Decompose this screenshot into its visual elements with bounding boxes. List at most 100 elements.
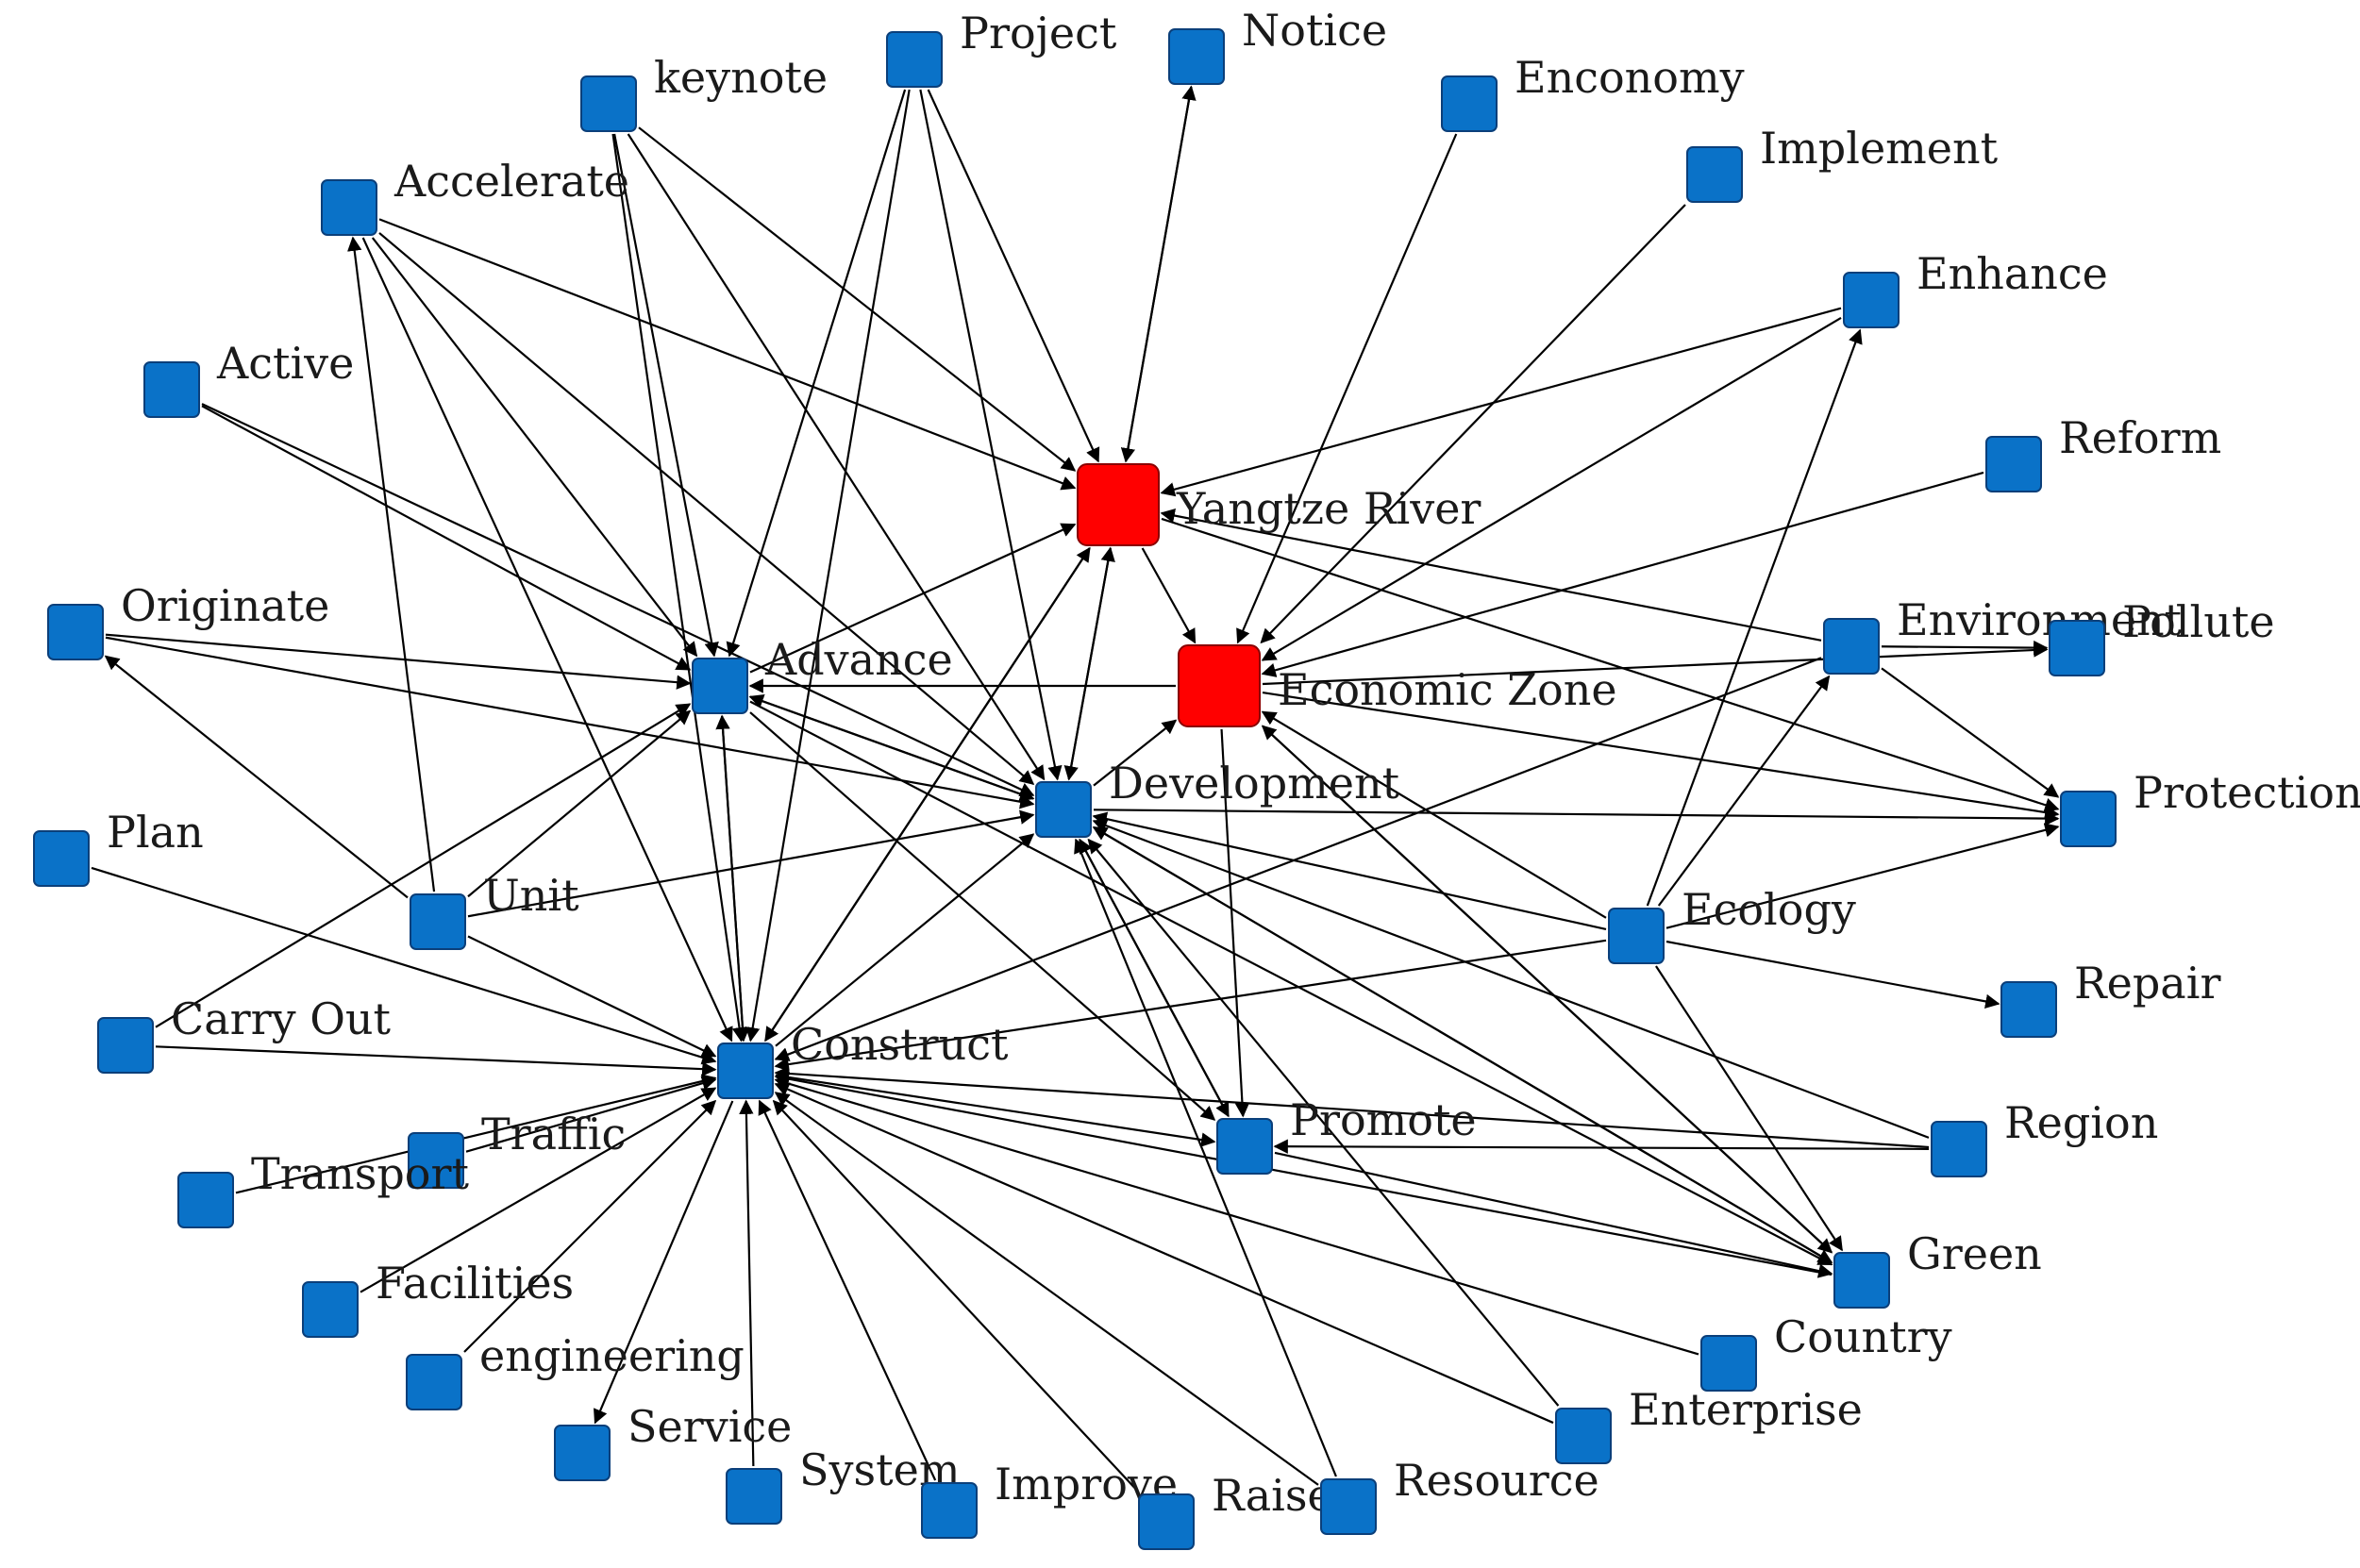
hub-node-box <box>1077 463 1160 546</box>
node-box <box>2000 981 2057 1038</box>
edge-engineering-to-construct <box>463 1099 717 1353</box>
node-system: System <box>726 1444 960 1525</box>
node-box <box>2049 620 2105 676</box>
edge-keynote-to-development <box>627 133 1046 781</box>
node-label-enterprise: Enterprise <box>1629 1384 1863 1435</box>
node-box <box>97 1017 154 1074</box>
edge-development-to-green <box>1093 826 1833 1264</box>
node-box <box>1138 1493 1195 1550</box>
edge-enhance-to-ezone <box>1261 316 1842 661</box>
edge-traffic-to-construct <box>465 1076 717 1153</box>
node-box <box>1555 1408 1612 1464</box>
node-label-enconomy: Enconomy <box>1515 52 1745 103</box>
edge-ecology-to-protection <box>1665 823 2060 929</box>
node-box <box>886 31 943 88</box>
node-box <box>692 658 748 714</box>
node-country: Country <box>1700 1311 1952 1392</box>
node-ezone: Economic Zone <box>1178 644 1617 727</box>
edge-unit-to-development <box>467 809 1035 918</box>
edge-accelerate-to-advance <box>371 237 698 658</box>
node-construct: Construct <box>717 1019 1009 1099</box>
node-box <box>1833 1252 1890 1309</box>
node-transport: Transport <box>177 1148 469 1228</box>
node-label-originate: Originate <box>121 580 329 631</box>
edge-unit-to-advance <box>467 709 692 898</box>
node-implement: Implement <box>1686 123 1999 203</box>
node-region: Region <box>1931 1097 2158 1177</box>
edge-transport-to-construct <box>235 1074 717 1194</box>
edge-project-to-yangtze <box>927 89 1100 463</box>
edge-ezone-to-promote <box>1220 728 1250 1118</box>
node-facilities: Facilities <box>302 1258 574 1338</box>
node-unit: Unit <box>410 870 579 950</box>
node-reform: Reform <box>1985 412 2221 492</box>
node-traffic: Traffic <box>408 1109 626 1189</box>
edge-construct-to-development <box>775 833 1035 1047</box>
edge-green-to-construct <box>774 1071 1833 1276</box>
hub-node-box <box>1178 644 1261 727</box>
node-pollute: Pollute <box>2049 596 2275 676</box>
node-box <box>1168 28 1225 85</box>
node-label-repair: Repair <box>2074 958 2220 1009</box>
edge-region-to-promote <box>1273 1139 1930 1154</box>
node-repair: Repair <box>2000 958 2220 1038</box>
edge-advance-to-construct <box>721 715 750 1043</box>
node-label-unit: Unit <box>483 870 579 921</box>
edge-accelerate-to-development <box>378 232 1035 786</box>
edge-keynote-to-advance <box>613 133 719 658</box>
node-box <box>1823 618 1880 675</box>
edge-construct-to-promote <box>775 1074 1216 1147</box>
edge-accelerate-to-construct <box>361 237 733 1043</box>
node-box <box>406 1354 462 1410</box>
node-box <box>1700 1335 1757 1392</box>
node-label-transport: Transport <box>251 1148 469 1199</box>
edge-resource-to-construct <box>774 1092 1319 1486</box>
node-label-country: Country <box>1774 1311 1952 1362</box>
node-environment: Environment <box>1823 594 2183 675</box>
edge-ecology-to-environment <box>1657 675 1831 907</box>
node-advance: Advance <box>692 634 953 714</box>
edge-ecology-to-enhance <box>1646 328 1863 907</box>
node-label-engineering: engineering <box>479 1330 745 1381</box>
node-box <box>1320 1478 1377 1535</box>
node-project: Project <box>886 8 1117 88</box>
node-box <box>302 1281 359 1338</box>
edge-carryout-to-advance <box>155 703 692 1028</box>
node-box <box>410 893 466 950</box>
edge-keynote-to-construct <box>611 133 747 1043</box>
node-enconomy: Enconomy <box>1441 52 1745 132</box>
edge-raise-to-construct <box>772 1099 1139 1493</box>
node-box <box>1686 146 1743 203</box>
node-carryout: Carry Out <box>97 993 392 1074</box>
node-ecology: Ecology <box>1608 884 1856 964</box>
node-label-yangtze: Yangtze River <box>1176 483 1481 534</box>
node-box <box>1931 1121 1987 1177</box>
edge-enterprise-to-construct <box>774 1082 1554 1425</box>
edge-keynote-to-yangtze <box>638 126 1077 472</box>
node-label-carryout: Carry Out <box>171 993 392 1044</box>
edge-environment-to-protection <box>1881 667 2060 798</box>
node-box <box>321 179 377 236</box>
node-box <box>177 1172 234 1228</box>
node-box <box>1441 75 1498 132</box>
node-label-reform: Reform <box>2059 412 2221 463</box>
edge-advance-to-development <box>749 695 1035 802</box>
node-box <box>1216 1118 1273 1175</box>
node-accelerate: Accelerate <box>321 156 629 236</box>
edge-plan-to-construct <box>91 866 717 1065</box>
node-box <box>580 75 637 132</box>
node-box <box>143 361 200 418</box>
edge-accelerate-to-yangtze <box>378 218 1077 491</box>
node-label-green: Green <box>1907 1228 2042 1279</box>
edge-environment-to-pollute <box>1881 640 2049 656</box>
edge-reform-to-ezone <box>1261 471 1984 677</box>
edge-construct-to-service <box>594 1100 734 1425</box>
node-label-construct: Construct <box>791 1019 1009 1070</box>
edge-development-to-promote <box>1079 839 1230 1118</box>
node-label-service: Service <box>628 1401 792 1452</box>
node-label-development: Development <box>1109 758 1400 809</box>
edge-facilities-to-construct <box>360 1087 717 1293</box>
edge-originate-to-development <box>105 636 1035 809</box>
node-service: Service <box>554 1401 792 1481</box>
